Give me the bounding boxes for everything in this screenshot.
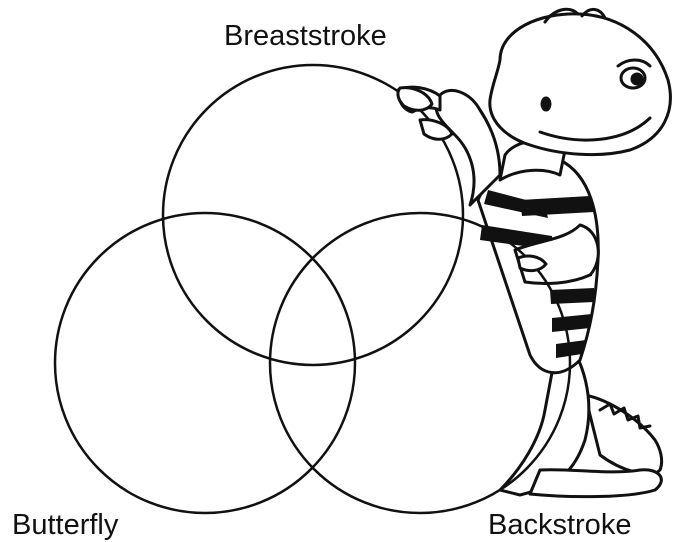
- mascot-nostril: [542, 98, 550, 110]
- label-breaststroke: Breaststroke: [224, 22, 387, 51]
- label-butterfly: Butterfly: [12, 511, 118, 540]
- mascot-pupil: [632, 74, 642, 84]
- venn-circle-butterfly: [55, 213, 355, 513]
- mascot-foot: [530, 470, 661, 497]
- dinosaur-mascot-illustration: [398, 9, 670, 496]
- label-backstroke: Backstroke: [488, 511, 631, 540]
